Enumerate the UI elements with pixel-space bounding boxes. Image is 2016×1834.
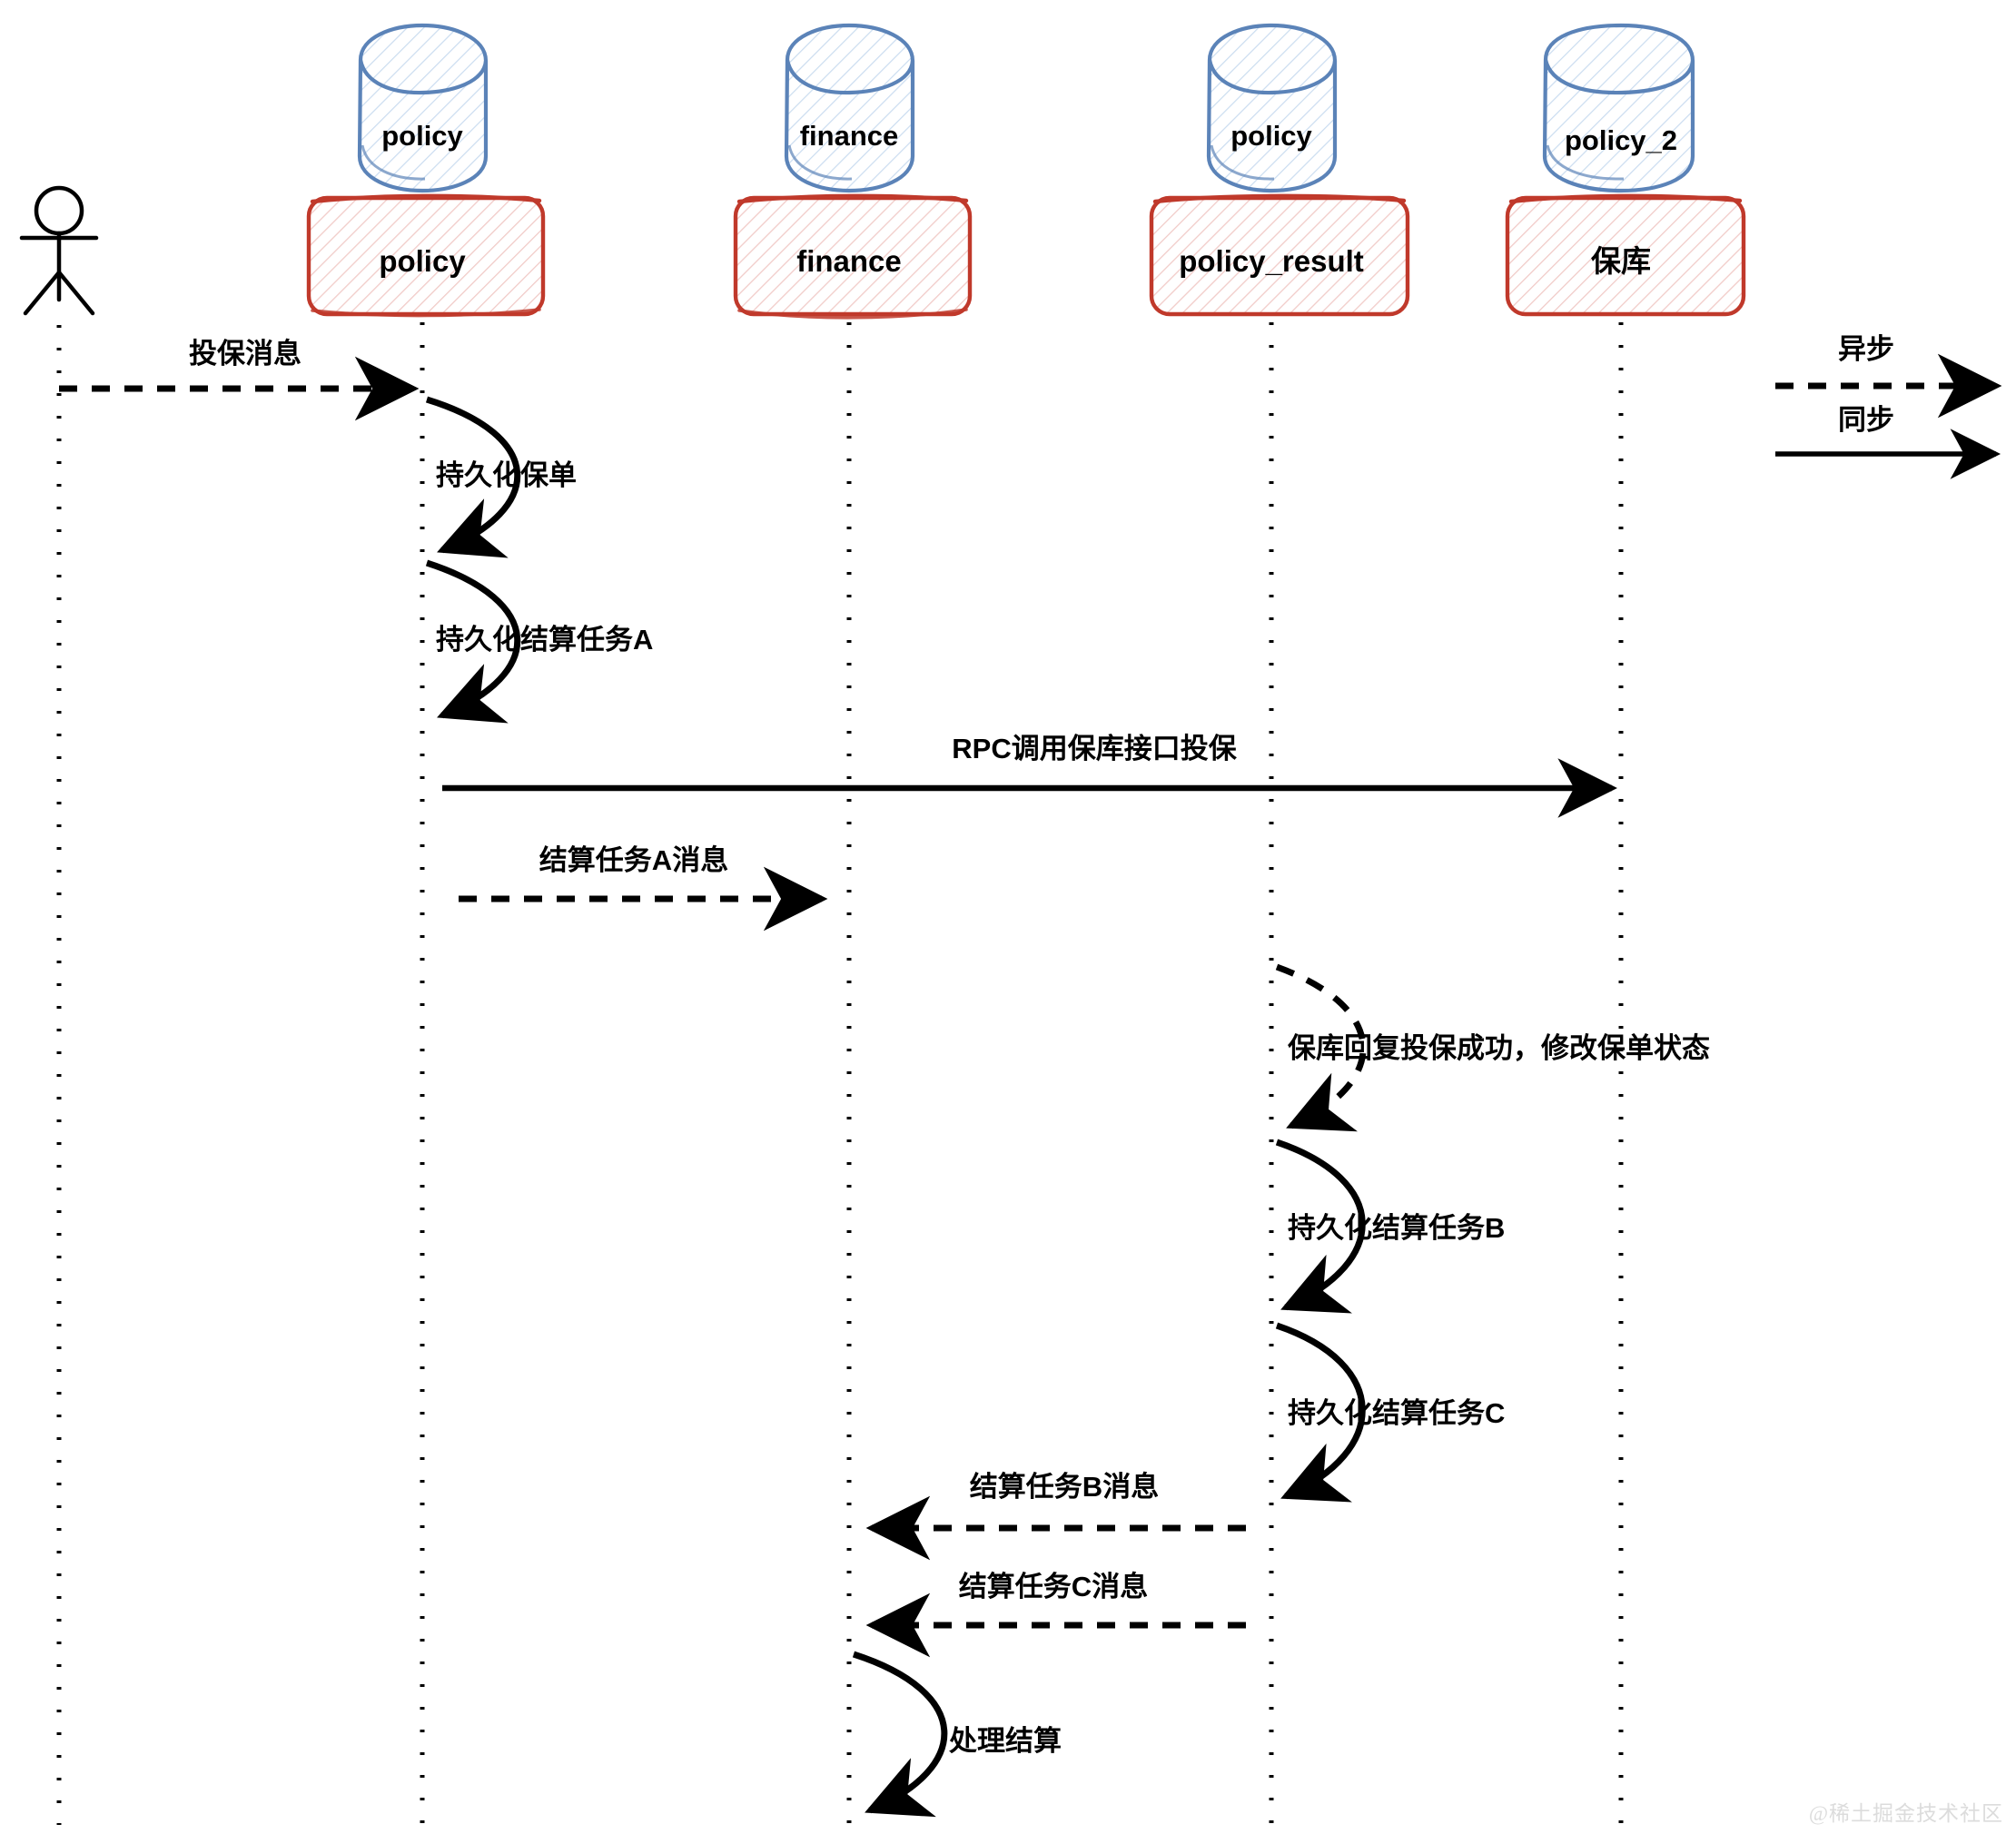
database-label-policy-2: policy_2 [1564,123,1678,156]
database-icon-policy-result [1206,23,1338,193]
message-selfloop-m2 [425,396,521,558]
participant-box-policy-result[interactable] [1149,193,1410,317]
lifelines-group [56,322,1624,1825]
actor-stick-figure [19,185,99,316]
message-selfloop-m8 [1275,1322,1366,1503]
message-label-m4: RPC调用保库接口投保 [952,732,1237,764]
database-label-policy-result: policy [1230,119,1312,152]
database-label-finance: finance [799,119,899,152]
message-selfloop-m7 [1275,1139,1366,1314]
database-label-policy: policy [381,119,463,152]
message-label-m2: 持久化保单 [436,458,577,491]
legend-label-async: 异步 [1838,332,1894,365]
message-label-m10: 结算任务C消息 [958,1570,1149,1602]
message-label-m5: 结算任务A消息 [539,843,729,876]
participant-label-policy[interactable]: policy [379,243,466,278]
watermark: @稀土掘金技术社区 [1808,1802,2003,1825]
participant-box-baoku[interactable] [1505,193,1746,317]
participant-box-finance[interactable] [733,193,973,320]
message-selfloop-m11 [852,1651,948,1818]
participant-box-policy[interactable] [306,193,546,318]
message-label-m8: 持久化结算任务C [1288,1396,1506,1429]
message-selfloop-m3 [425,559,521,724]
participant-label-baoku[interactable]: 保库 [1591,243,1651,278]
message-label-m3: 持久化结算任务A [436,623,654,656]
message-label-m6: 保库回复投保成功，修改保单状态 [1288,1031,1710,1064]
message-selfloop-m6 [1275,963,1367,1132]
legend-label-sync: 同步 [1838,403,1894,436]
message-label-m9: 结算任务B消息 [969,1470,1160,1503]
message-label-m1: 投保消息 [189,337,301,370]
message-label-m11: 处理结算 [949,1724,1062,1757]
participant-label-finance[interactable]: finance [796,243,902,278]
database-icon-policy [357,23,489,193]
database-icon-policy-2 [1542,23,1695,193]
message-label-m7: 持久化结算任务B [1288,1211,1506,1244]
database-icon-finance [784,23,915,193]
participant-label-policy-result[interactable]: policy_result [1179,243,1364,278]
